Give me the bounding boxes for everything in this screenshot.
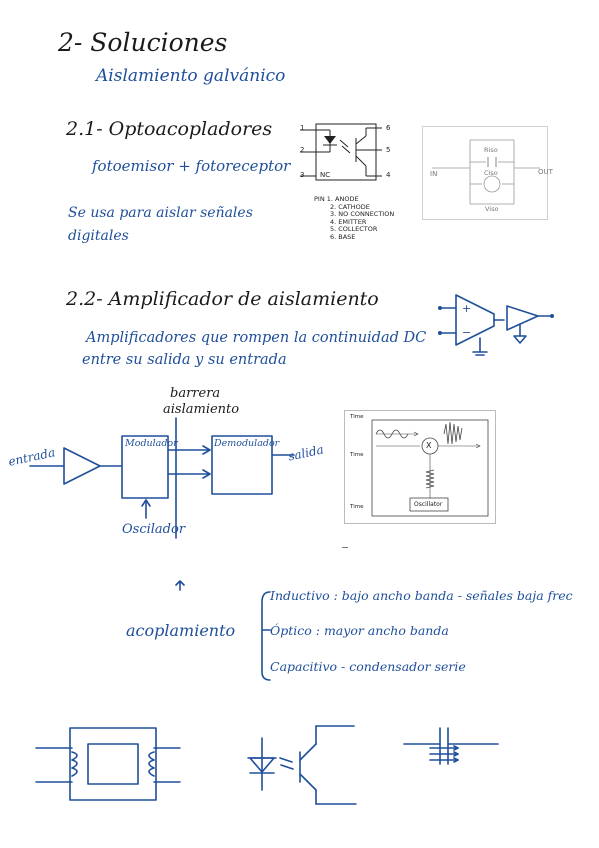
optoacoplador-note-line1: Se usa para aislar señales [68,205,253,221]
optoacoplador-description: fotoemisor + fotoreceptor [92,157,291,175]
pin-legend-line: 6. BASE [330,232,356,241]
subsection-title-optoacopladores: 2.1- Optoacopladores [66,118,273,140]
multiplier-label: X [426,441,432,450]
pin-label-1: 1 [300,124,305,132]
mod-time-label-3: Time [350,504,364,510]
mod-time-label-1: Time [350,414,364,420]
coupling-word: acoplamiento [126,621,236,640]
coupling-capacitivo: Capacitivo - condensador serie [270,659,466,674]
section-title: 2- Soluciones [58,28,228,57]
pin-legend: PIN 1. ANODE 2. CATHODE 3. NO CONNECTION… [314,195,395,241]
coupling-optico: Óptico : mayor ancho banda [270,623,449,638]
demodulador-label: Demodulador [214,438,280,449]
pin-label-4: 4 [386,171,391,179]
modulation-figure [344,410,496,524]
pin-legend-line: PIN 1. ANODE [314,195,359,203]
pin-legend-line: 2. CATHODE [330,202,370,211]
svg-text:−: − [462,326,471,339]
amplificador-description-line2: entre su salida y su entrada [82,352,287,368]
transformer-sketch [35,727,181,801]
oscilador-label: Oscilador [122,522,186,537]
optocoupler-sketch [247,725,357,805]
barrier-label-line2: aislamiento [163,402,240,417]
iso-label-out: OUT [538,168,553,176]
capacitor-sketch [403,727,499,765]
iso-label-viso: Viso [485,205,499,213]
pin-label-5: 5 [386,146,391,154]
oscillator-label: Oscillator [414,501,443,508]
pin-label-2: 2 [300,146,305,154]
svg-text:+: + [462,302,471,315]
section-subtitle: Aislamiento galvánico [96,66,286,86]
iso-label-riso: Riso [484,146,498,154]
iso-label-in: IN [430,170,438,178]
pin-label-3: 3 [300,171,305,179]
mod-time-label-2: Time [350,452,364,458]
pin-label-6: 6 [386,124,391,132]
iso-label-ciso: Ciso [484,169,498,177]
pin-legend-line: 4. EMITTER [330,217,367,226]
barrier-label-line1: barrera [170,386,221,401]
modulador-label: Modulador [125,438,178,449]
amplificador-description-line1: Amplificadores que rompen la continuidad… [86,330,427,346]
optoacoplador-note-line2: digitales [68,228,129,244]
pin-legend-line: 5. COLLECTOR [330,225,378,233]
pin-label-nc: NC [320,171,331,179]
coupling-inductivo: Inductivo : bajo ancho banda - señales b… [270,588,573,603]
separator-dash [342,547,348,548]
pin-legend-line: 3. NO CONNECTION [330,210,395,218]
subsection-title-amplificador: 2.2- Amplificador de aislamiento [66,288,379,310]
